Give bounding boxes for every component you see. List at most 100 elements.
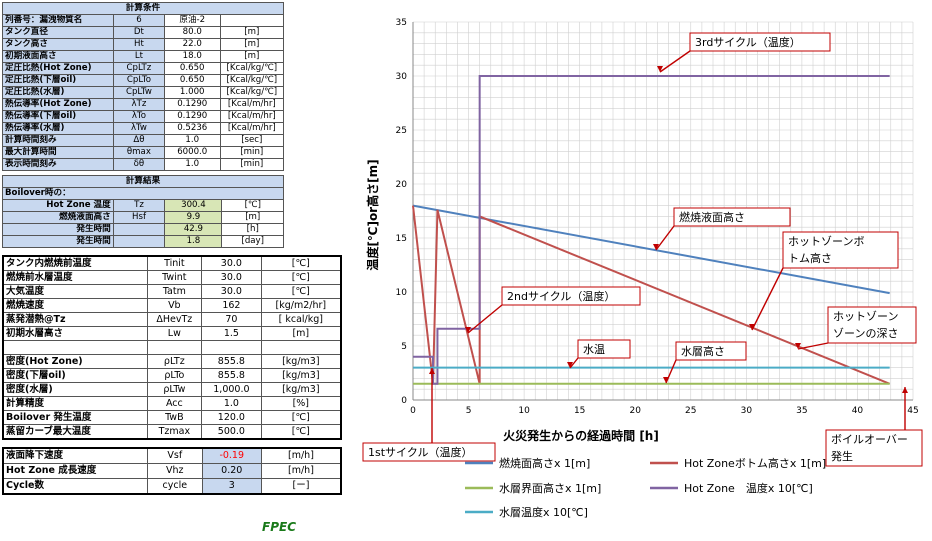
row-symbol bbox=[146, 340, 203, 355]
row-unit: [m/h] bbox=[260, 463, 342, 479]
x-tick-label: 45 bbox=[907, 406, 918, 416]
annotation-arrowhead bbox=[749, 324, 755, 330]
annotation-box bbox=[689, 32, 831, 52]
row-value: 原油-2 bbox=[163, 14, 221, 27]
series-line-hottemp bbox=[413, 75, 890, 385]
table-row: Boilover時の： bbox=[2, 187, 284, 200]
annotation-box bbox=[362, 442, 496, 462]
row-label: 燃焼前水層温度 bbox=[2, 270, 148, 285]
row-label: 燃焼速度 bbox=[2, 298, 148, 313]
results-subtitle: Boilover時の： bbox=[2, 187, 284, 200]
row-label: 初期水層高さ bbox=[2, 326, 148, 341]
row-symbol: ΔHevTz bbox=[146, 312, 203, 327]
row-unit: [℃] bbox=[260, 270, 342, 285]
y-tick-label: 15 bbox=[396, 234, 407, 244]
y-tick-label: 35 bbox=[396, 18, 407, 28]
row-symbol: CpLTz bbox=[112, 62, 165, 75]
row-value: 9.9 bbox=[164, 211, 223, 224]
row-symbol: Vhz bbox=[147, 463, 203, 479]
row-unit: [Kcal/m/hr] bbox=[219, 122, 285, 135]
x-tick-label: 5 bbox=[466, 406, 472, 416]
chart-annotations: 3rdサイクル（温度）燃焼液面高さホットゾーンボトム高さ2ndサイクル（温度）水… bbox=[362, 32, 923, 467]
row-symbol: Tzmax bbox=[146, 424, 203, 440]
row-value: 22.0 bbox=[163, 38, 221, 51]
annotation-text: ホットゾーンボ bbox=[788, 235, 864, 248]
row-value: 0.1290 bbox=[163, 110, 221, 123]
row-value: 1.000 bbox=[163, 86, 221, 99]
row-unit: [min] bbox=[219, 158, 285, 171]
row-value: 80.0 bbox=[163, 26, 221, 39]
row-unit: [ー] bbox=[260, 478, 342, 495]
annotation-text: 水層高さ bbox=[681, 344, 725, 358]
table-title: 計算結果 bbox=[2, 175, 284, 188]
legend-label-hotbottom: Hot Zoneボトム高さx 1[m] bbox=[684, 456, 826, 470]
row-value: 0.650 bbox=[163, 74, 221, 87]
annotation-arrowhead bbox=[657, 66, 663, 72]
row-label: 密度(Hot Zone) bbox=[2, 354, 148, 369]
row-value: 162 bbox=[201, 298, 262, 313]
x-tick-label: 10 bbox=[518, 406, 530, 416]
row-label bbox=[2, 340, 148, 355]
row-value: 70 bbox=[201, 312, 262, 327]
row-unit: [ kcal/kg] bbox=[260, 312, 342, 327]
series-line-hotbottom bbox=[412, 205, 891, 385]
row-value: 18.0 bbox=[163, 50, 221, 63]
row-label: Boilover 発生温度 bbox=[2, 410, 148, 425]
annotation-box bbox=[673, 207, 791, 227]
row-value: -0.19 bbox=[201, 447, 262, 464]
row-value: 1.0 bbox=[163, 158, 221, 171]
x-tick-label: 15 bbox=[574, 406, 585, 416]
row-value: 120.0 bbox=[201, 410, 262, 425]
annotation-box bbox=[827, 306, 917, 344]
annotation-box bbox=[825, 429, 923, 467]
row-unit: [℃] bbox=[260, 424, 342, 440]
row-symbol: δθ bbox=[112, 158, 165, 171]
row-unit: [min] bbox=[219, 146, 285, 159]
row-value: 6000.0 bbox=[163, 146, 221, 159]
row-label: 発生時間 bbox=[2, 223, 114, 236]
row-label: 発生時間 bbox=[2, 235, 114, 248]
row-unit bbox=[219, 14, 285, 27]
row-label: 初期液面高さ bbox=[2, 50, 114, 63]
row-label: 計算時間刻み bbox=[2, 134, 114, 147]
row-label: 定圧比熱(下層oil) bbox=[2, 74, 114, 87]
annotation-arrowhead bbox=[465, 327, 471, 333]
row-label: 熱伝導率(水層) bbox=[2, 122, 114, 135]
annotation-arrow bbox=[655, 225, 675, 251]
row-unit: [℃] bbox=[260, 410, 342, 425]
row-unit bbox=[260, 340, 342, 355]
row-symbol: Vb bbox=[146, 298, 203, 313]
row-unit: [℃] bbox=[260, 284, 342, 299]
row-symbol bbox=[112, 223, 166, 236]
row-unit: [Kcal/kg/℃] bbox=[219, 74, 285, 87]
row-unit: [m] bbox=[221, 211, 284, 224]
row-value: 3 bbox=[201, 478, 262, 495]
row-label: タンク高さ bbox=[2, 38, 114, 51]
row-symbol bbox=[112, 235, 166, 248]
annotation-box bbox=[577, 339, 631, 359]
row-value: 1,000.0 bbox=[201, 382, 262, 397]
series-line-surface bbox=[412, 204, 890, 295]
annotation-text: ゾーンの深さ bbox=[833, 327, 898, 340]
legend-label-interface: 水層界面高さx 1[m] bbox=[499, 481, 601, 495]
row-value: 1.5 bbox=[201, 326, 262, 341]
row-value bbox=[201, 340, 262, 355]
table-row bbox=[2, 340, 342, 355]
row-value: 0.20 bbox=[201, 463, 262, 479]
row-symbol: cycle bbox=[147, 478, 203, 495]
legend-label-surface: 燃焼面高さx 1[m] bbox=[499, 456, 590, 470]
